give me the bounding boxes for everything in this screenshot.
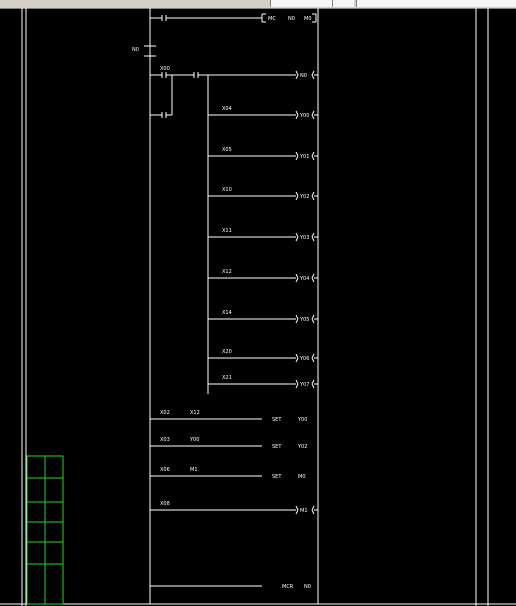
rung-y07-coil: Y07 bbox=[299, 382, 309, 388]
rung-y07[interactable]: X21 Y07 bbox=[208, 375, 318, 389]
rung-y00[interactable]: X04 Y00 bbox=[208, 106, 318, 120]
toolbar-field-3[interactable] bbox=[356, 0, 516, 7]
rung-y00-coil: Y00 bbox=[299, 113, 309, 119]
rung-y00-contact: X04 bbox=[222, 106, 232, 112]
set-row-3-contact1: X06 bbox=[160, 467, 170, 473]
rung-y01-coil: Y01 bbox=[299, 154, 309, 160]
mc-instr: MC bbox=[268, 16, 276, 22]
rung-y05-coil: Y05 bbox=[299, 317, 309, 323]
set-row-2-contact1: X03 bbox=[160, 437, 170, 443]
rung-y01-contact: X05 bbox=[222, 147, 232, 153]
rung-n0[interactable]: X00 N0 bbox=[150, 66, 318, 118]
toolbar-field-2[interactable] bbox=[332, 0, 354, 7]
set-row-2-contact2: Y00 bbox=[189, 437, 199, 443]
set-row-1-instr: SET bbox=[272, 417, 282, 423]
rung-y04-coil: Y04 bbox=[299, 276, 309, 282]
set-row-1-contact1: X02 bbox=[160, 410, 170, 416]
rung-y03[interactable]: X11 Y03 bbox=[208, 228, 318, 242]
rung-n0-contact: X00 bbox=[160, 66, 170, 72]
rung-y05[interactable]: X14 Y05 bbox=[208, 310, 318, 324]
mc-arg2: M0 bbox=[304, 16, 312, 22]
mc-arg1: N0 bbox=[288, 16, 295, 22]
rung-y06[interactable]: X20 Y06 bbox=[208, 349, 318, 363]
set-row-2-instr: SET bbox=[272, 444, 282, 450]
mc-master-contact[interactable]: N0 bbox=[132, 45, 156, 57]
rung-y06-coil: Y06 bbox=[299, 356, 309, 362]
mc-contact-label: N0 bbox=[132, 47, 139, 53]
set-row-1-contact2: X12 bbox=[190, 410, 200, 416]
rung-y06-contact: X20 bbox=[222, 349, 232, 355]
rung-y03-contact: X11 bbox=[222, 228, 232, 234]
drawing-frame bbox=[0, 8, 516, 606]
set-row-2[interactable]: X03 Y00 SET Y02 bbox=[150, 437, 307, 450]
set-row-1-target: Y00 bbox=[297, 417, 307, 423]
mcr-target: N0 bbox=[304, 584, 311, 590]
rung-n0-coil: N0 bbox=[300, 73, 307, 79]
rung-y04-contact: X12 bbox=[222, 269, 232, 275]
mc-rung[interactable]: MC N0 M0 bbox=[150, 13, 317, 23]
set-row-3-target: M0 bbox=[298, 474, 306, 480]
rung-y01[interactable]: X05 Y01 bbox=[208, 147, 318, 161]
set-row-3[interactable]: X06 M1 SET M0 bbox=[150, 467, 306, 480]
toolbar-field-1[interactable] bbox=[270, 0, 332, 7]
drawing-canvas[interactable]: MC N0 M0 N0 X00 N0 bbox=[0, 8, 516, 606]
rung-y05-contact: X14 bbox=[222, 310, 232, 316]
title-block bbox=[26, 455, 64, 605]
rung-m1[interactable]: X08 M1 bbox=[150, 501, 318, 515]
window-toolbar bbox=[0, 0, 516, 9]
rung-m1-contact: X08 bbox=[160, 501, 170, 507]
rung-y03-coil: Y03 bbox=[299, 235, 309, 241]
mcr-instr: MCR bbox=[282, 584, 294, 590]
mcr-row[interactable]: MCR N0 bbox=[150, 584, 311, 590]
rung-m1-coil: M1 bbox=[300, 508, 308, 514]
set-row-2-target: Y02 bbox=[297, 444, 307, 450]
set-row-3-instr: SET bbox=[272, 474, 282, 480]
set-row-3-contact2: M1 bbox=[190, 467, 198, 473]
rung-y02-contact: X10 bbox=[222, 187, 232, 193]
set-row-1[interactable]: X02 X12 SET Y00 bbox=[150, 410, 307, 423]
rung-y02[interactable]: X10 Y02 bbox=[208, 187, 318, 201]
rung-y07-contact: X21 bbox=[222, 375, 232, 381]
rung-y04[interactable]: X12 Y04 bbox=[208, 269, 318, 283]
rung-y02-coil: Y02 bbox=[299, 194, 309, 200]
